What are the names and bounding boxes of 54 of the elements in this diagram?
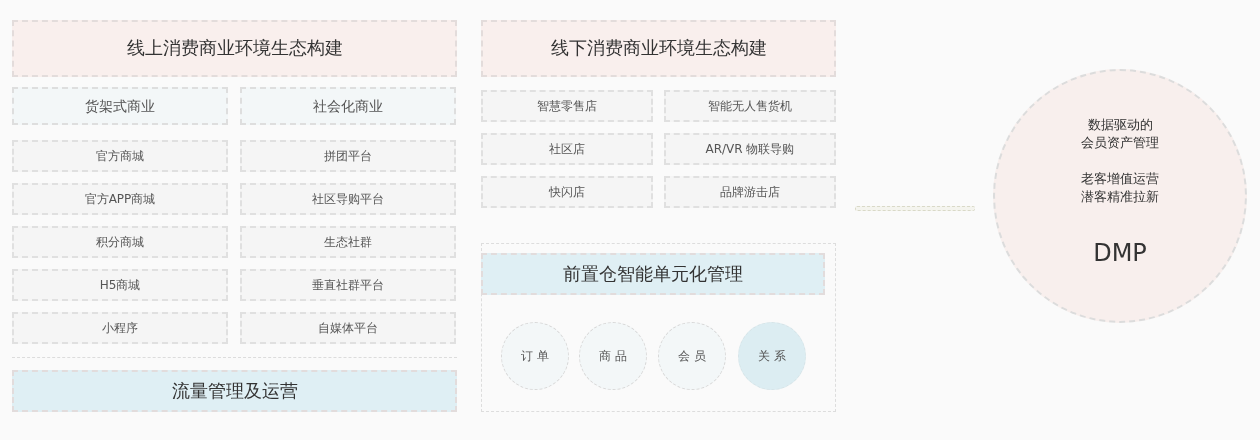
section-title: 线下消费商业环境生态构建 [550, 36, 767, 61]
item-label: 快闪店 [549, 183, 585, 201]
banner-panel [12, 370, 457, 412]
item-panel [664, 90, 836, 122]
item-label: 生态社群 [324, 233, 372, 251]
dmp-label: DMP [1093, 238, 1147, 269]
banner-title: 前置仓智能单元化管理 [563, 261, 743, 286]
item-panel [12, 312, 228, 344]
section-header-panel [12, 20, 457, 77]
item-label: 智慧零售店 [537, 97, 597, 115]
description-text: 数据驱动的会员资产管理 [1081, 116, 1159, 152]
item-label: 官方APP商城 [84, 190, 156, 208]
item-panel [481, 176, 653, 208]
category-panel [12, 87, 228, 125]
item-panel [481, 90, 653, 122]
item-panel [12, 226, 228, 258]
item-panel [481, 133, 653, 165]
item-label: 小程序 [102, 319, 138, 337]
item-label: 品牌游击店 [720, 183, 780, 201]
item-label: H5商城 [99, 276, 141, 294]
dashed-frame [481, 243, 836, 412]
category-title: 货架式商业 [85, 96, 155, 116]
description-text: 老客增值运营 [1081, 170, 1159, 188]
item-label: 智能无人售货机 [708, 97, 792, 115]
item-panel [664, 176, 836, 208]
item-label: AR/VR 物联导购 [705, 140, 795, 158]
item-label: 自媒体平台 [318, 319, 378, 337]
item-panel [12, 183, 228, 215]
item-panel [240, 140, 456, 172]
item-panel [240, 312, 456, 344]
section-title: 线上消费商业环境生态构建 [126, 36, 343, 61]
item-panel [240, 269, 456, 301]
category-title: 社会化商业 [313, 96, 383, 116]
connector-bar [855, 206, 975, 211]
item-panel [664, 133, 836, 165]
item-label: 社区店 [549, 140, 585, 158]
circle-label: 商品 [598, 347, 631, 365]
item-label: 社区导购平台 [312, 190, 384, 208]
item-label: 积分商城 [96, 233, 144, 251]
circle-label: 会员 [677, 347, 710, 365]
item-label: 官方商城 [96, 147, 144, 165]
item-label: 垂直社群平台 [312, 276, 384, 294]
item-panel [12, 269, 228, 301]
circle-label: 关系 [757, 347, 790, 365]
category-panel [240, 87, 456, 125]
banner-panel [481, 253, 825, 295]
description-text: 潜客精准拉新 [1081, 188, 1159, 206]
item-panel [240, 226, 456, 258]
section-header-panel [481, 20, 836, 77]
item-panel [240, 183, 456, 215]
banner-title: 流量管理及运营 [171, 378, 298, 403]
item-panel [12, 140, 228, 172]
circle-label: 订单 [520, 347, 553, 365]
item-label: 拼团平台 [324, 147, 372, 165]
